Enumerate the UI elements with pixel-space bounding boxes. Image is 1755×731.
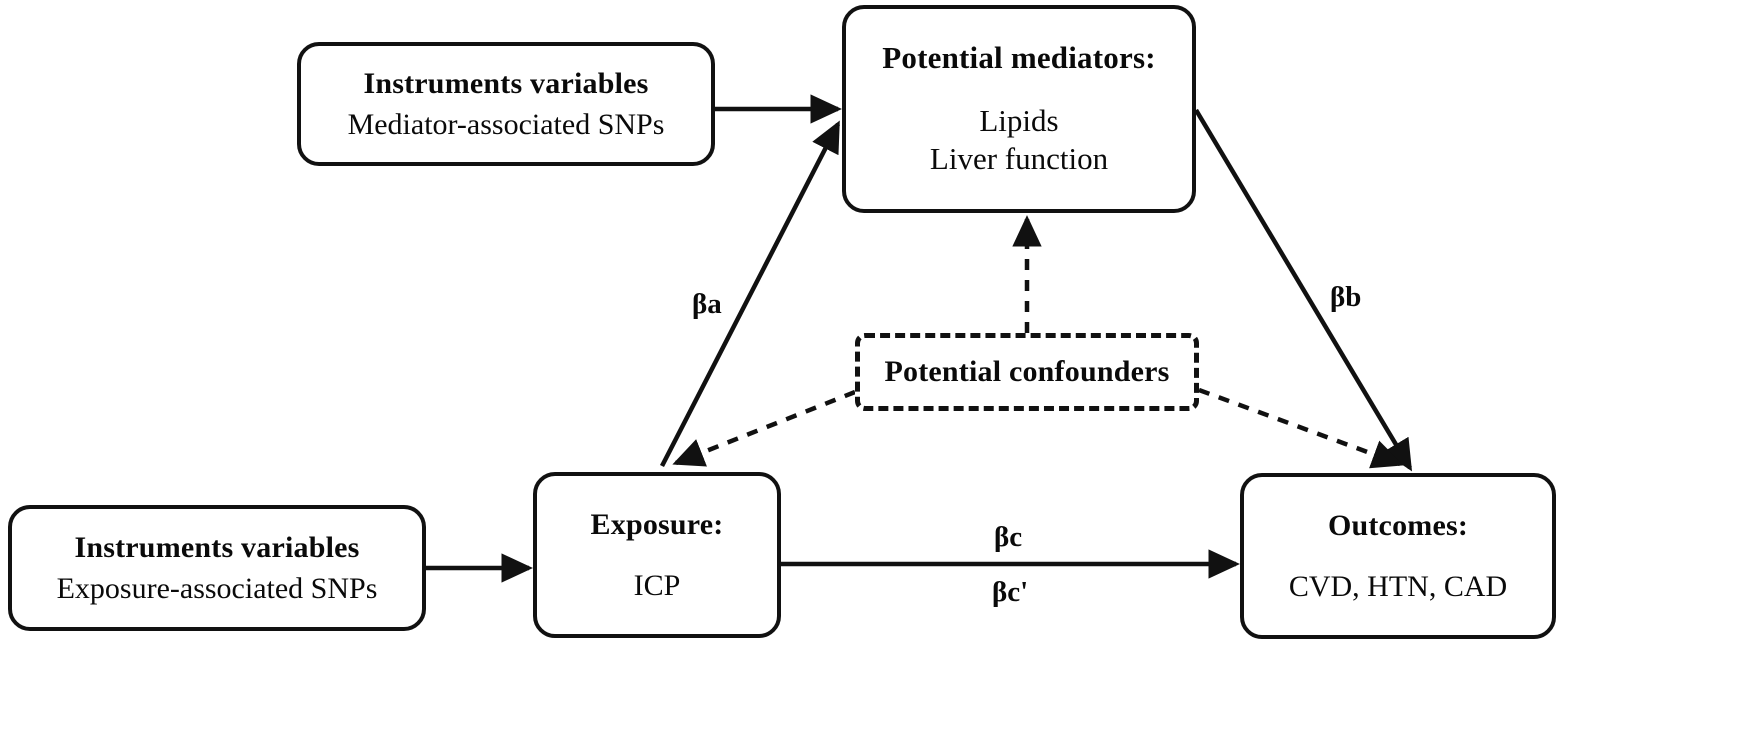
edge-label-beta-c: βc [994, 521, 1023, 553]
node-title: Potential mediators: [882, 40, 1156, 76]
node-instruments-variables-mediator[interactable]: Instruments variables Mediator-associate… [297, 42, 715, 166]
node-subtitle: Mediator-associated SNPs [347, 108, 665, 141]
node-subtitle: Exposure-associated SNPs [56, 572, 378, 605]
edge-label-beta-b: βb [1330, 281, 1362, 313]
node-title: Potential confounders [884, 355, 1170, 389]
node-potential-confounders[interactable]: Potential confounders [855, 333, 1199, 411]
node-title: Exposure: [590, 507, 724, 541]
node-subtitle: CVD, HTN, CAD [1288, 570, 1508, 603]
node-instruments-variables-exposure[interactable]: Instruments variables Exposure-associate… [8, 505, 426, 631]
edge-confounders-to-outcomes [1198, 387, 1404, 469]
node-subtitle: ICP [633, 569, 681, 602]
node-outcomes[interactable]: Outcomes: CVD, HTN, CAD [1240, 473, 1556, 639]
node-mediator-lipids: Lipids [979, 102, 1059, 138]
node-title: Outcomes: [1327, 508, 1469, 542]
edge-mediators-to-outcomes [1194, 108, 1413, 472]
node-potential-mediators[interactable]: Potential mediators: Lipids Liver functi… [842, 5, 1196, 213]
node-title: Instruments variables [74, 530, 360, 564]
edge-confounders-to-exposure [672, 389, 856, 467]
node-exposure[interactable]: Exposure: ICP [533, 472, 781, 638]
edge-label-beta-c-prime: βc' [992, 576, 1029, 608]
edge-label-beta-a: βa [692, 288, 722, 320]
edge-exposure-to-mediators [659, 120, 841, 468]
node-mediator-liver-function: Liver function [929, 141, 1109, 177]
node-title: Instruments variables [363, 66, 649, 100]
